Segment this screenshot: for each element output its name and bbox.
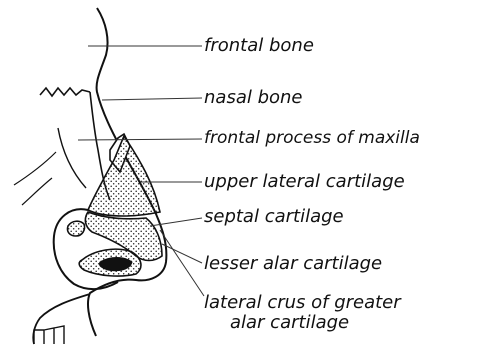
upper-lateral-cartilage: [88, 136, 160, 216]
leader-nasal-bone: [102, 98, 202, 100]
label-frontal-process-of-maxilla: frontal process of maxilla: [204, 128, 420, 148]
teeth-outline: [34, 326, 64, 344]
label-lesser-alar-cartilage: lesser alar cartilage: [204, 254, 382, 274]
label-frontal-bone: frontal bone: [204, 36, 314, 56]
lip-outline: [33, 294, 90, 344]
label-nasal-bone: nasal bone: [204, 88, 303, 108]
cheek-lines: [14, 152, 56, 205]
frontal-process-line: [58, 128, 86, 188]
label-lateral-crus-line2: alar cartilage: [230, 313, 349, 333]
frontal-bone-suture: [40, 88, 90, 96]
lesser-alar-cartilage: [67, 221, 84, 236]
label-upper-lateral-cartilage: upper lateral cartilage: [204, 172, 405, 192]
leader-lesser-alar: [162, 244, 202, 263]
label-lateral-crus-line1: lateral crus of greater: [204, 293, 401, 313]
label-septal-cartilage: septal cartilage: [204, 207, 344, 227]
